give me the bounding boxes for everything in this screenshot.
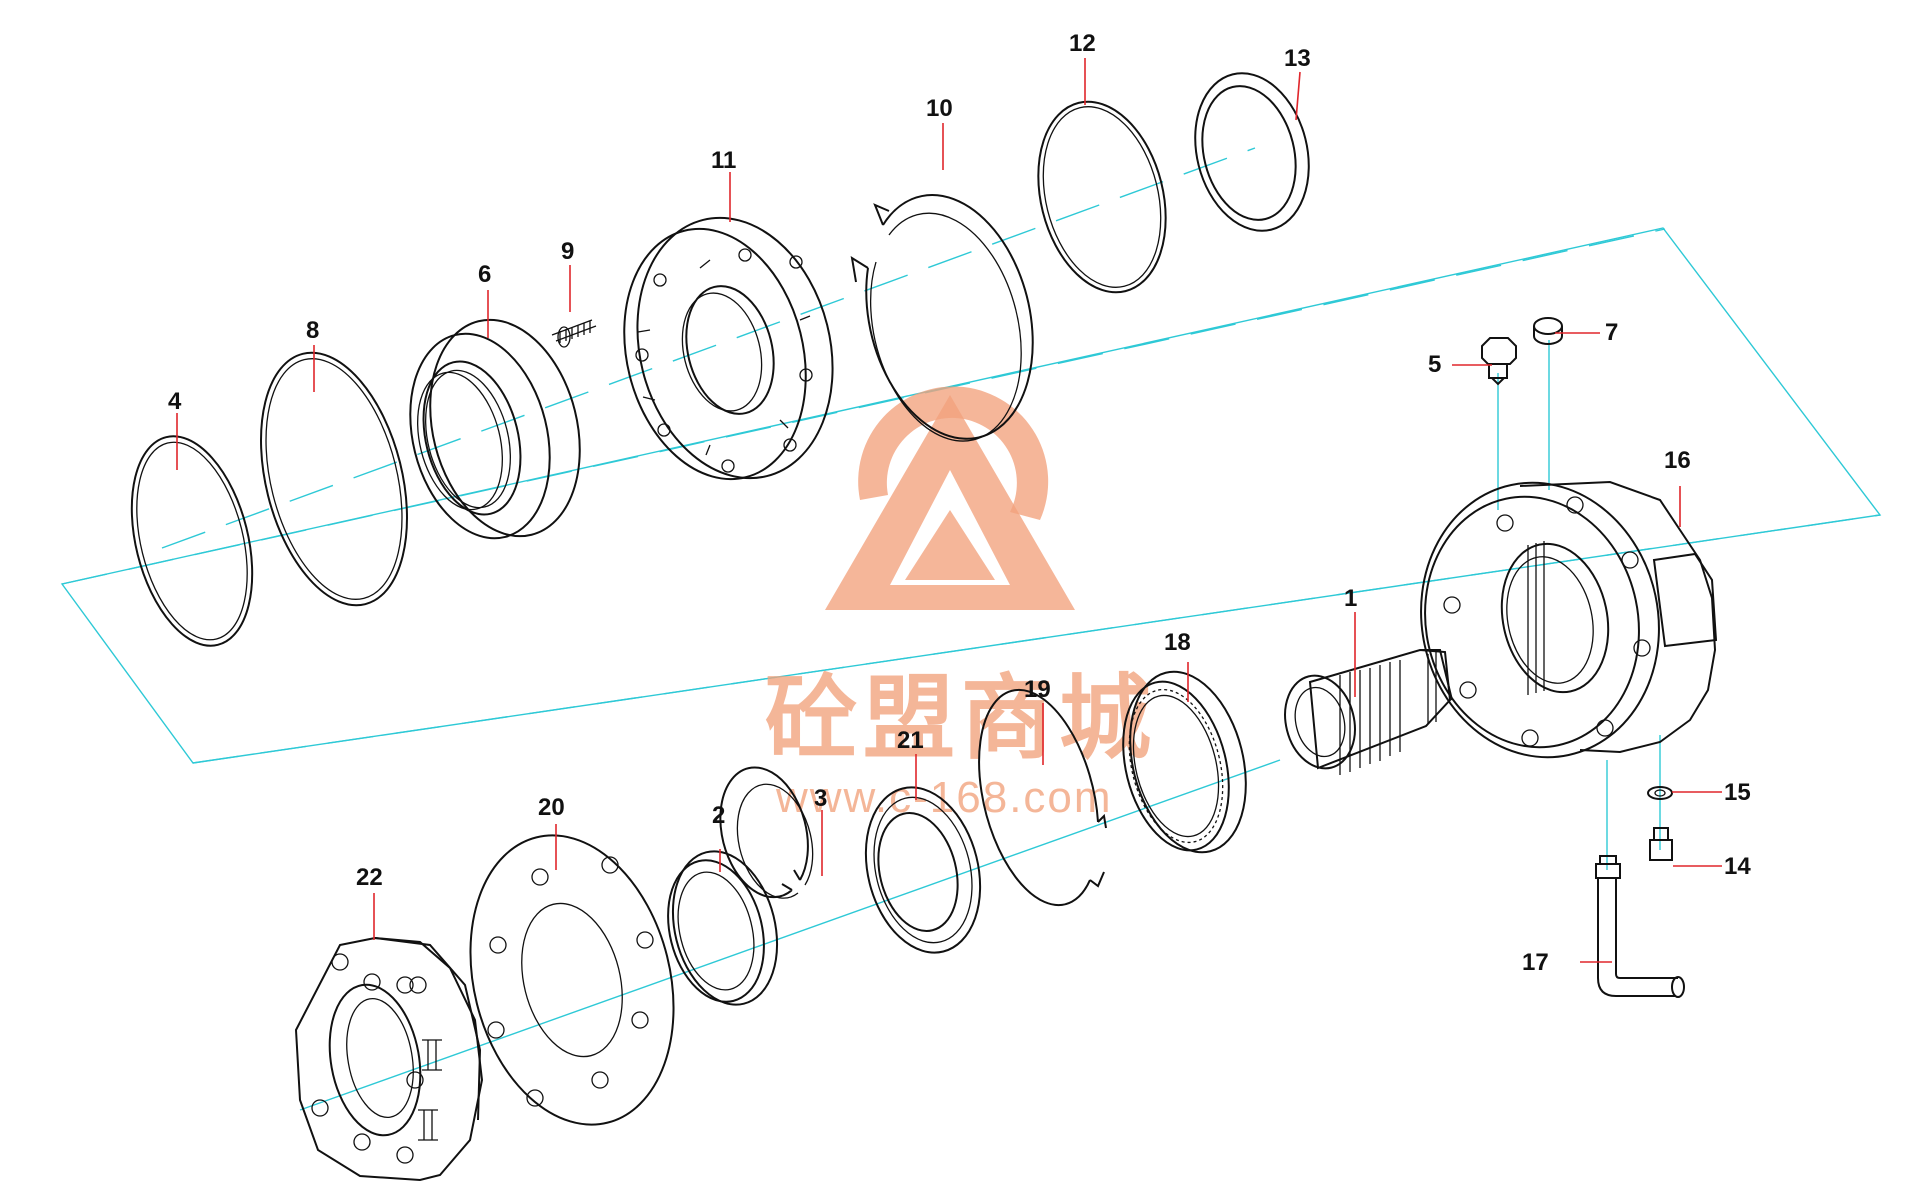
callout-9: 9 — [561, 238, 574, 265]
part-7-drain-plug — [1533, 317, 1563, 345]
part-13-seal-ring — [1194, 72, 1310, 232]
part-18-friction-ring — [1122, 670, 1247, 854]
callout-15: 15 — [1724, 779, 1751, 806]
callout-3: 3 — [814, 785, 827, 812]
callout-4: 4 — [168, 388, 182, 415]
assembly-axis-lines — [60, 147, 1882, 1111]
watermark-text: 砼盟商城 — [765, 665, 1157, 772]
callout-5: 5 — [1428, 351, 1441, 378]
callout-16: 16 — [1664, 447, 1691, 474]
part-2-bearing-race — [667, 850, 779, 1006]
upper-center-axis — [61, 228, 1666, 585]
callout-8: 8 — [306, 317, 319, 344]
part-12-o-ring — [1037, 100, 1167, 294]
upper-assembly-frame — [60, 227, 1882, 764]
part-15-washer — [1647, 786, 1673, 800]
callout-14: 14 — [1724, 853, 1751, 880]
callout-11: 11 — [711, 147, 736, 174]
callout-19: 19 — [1024, 676, 1051, 703]
part-6-seal-carrier — [409, 318, 581, 540]
callout-21: 21 — [897, 727, 924, 754]
part-4-o-ring — [130, 435, 254, 647]
watermark-logo — [825, 386, 1075, 610]
callout-17: 17 — [1522, 949, 1549, 976]
part-16-housing — [1420, 480, 1718, 759]
leader-lines — [176, 58, 1722, 963]
callout-1: 1 — [1344, 585, 1357, 612]
part-20-gasket — [469, 834, 675, 1126]
callout-12: 12 — [1069, 30, 1096, 57]
part-22-cover-flange — [294, 936, 484, 1182]
part-8-o-ring — [260, 351, 408, 607]
callout-2: 2 — [712, 802, 725, 829]
callout-20: 20 — [538, 794, 565, 821]
watermark-url: www.c-168.com — [775, 773, 1113, 822]
upper-part-axis — [161, 147, 1256, 549]
callout-labels: 1 2 3 4 5 6 7 8 9 10 11 12 13 14 15 16 1… — [168, 30, 1751, 976]
callout-7: 7 — [1605, 319, 1618, 346]
part-19-snap-ring — [978, 688, 1107, 907]
callout-6: 6 — [478, 261, 491, 288]
callout-18: 18 — [1164, 629, 1191, 656]
part-9-spring — [551, 319, 597, 348]
part-11-flange-plate — [623, 216, 834, 481]
part-5-breather-plug — [1481, 337, 1517, 386]
callout-10: 10 — [926, 95, 953, 122]
part-21-seal — [864, 786, 982, 954]
part-1-spline-shaft — [1284, 648, 1453, 775]
lower-center-axis — [299, 759, 1281, 1111]
part-10-snap-ring — [850, 194, 1034, 442]
part-17-bent-pipe — [1595, 855, 1685, 998]
frame-lower-axis — [192, 514, 1881, 764]
watermark: 砼盟商城 www.c-168.com — [765, 386, 1157, 822]
callout-22: 22 — [356, 864, 383, 891]
part-14-fitting — [1649, 827, 1673, 861]
callout-13: 13 — [1284, 45, 1311, 72]
